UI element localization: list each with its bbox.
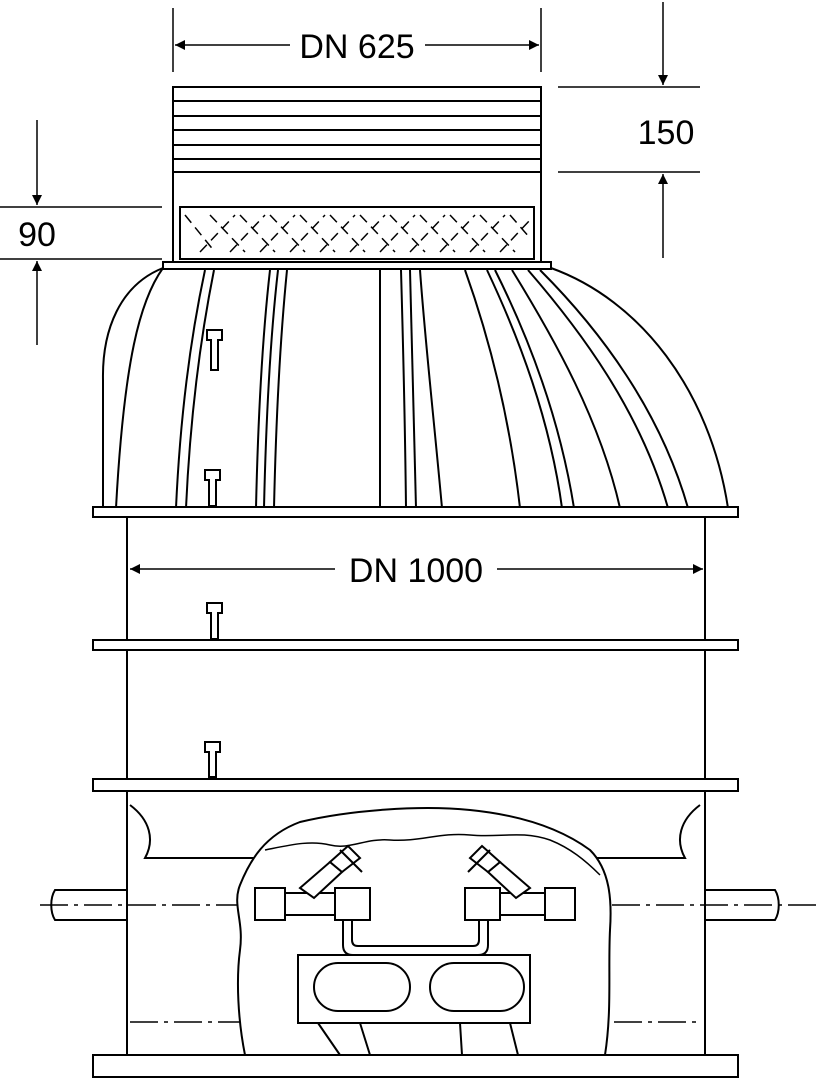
shaft-section: [92, 517, 739, 1060]
base-section: [40, 792, 822, 1078]
dimension-dn625: DN 625: [172, 8, 542, 72]
dimension-150: 150: [558, 2, 700, 258]
label-90: 90: [18, 216, 56, 254]
outlet-pipe: [704, 889, 780, 921]
dimension-90: 90: [0, 120, 162, 345]
cone-section: [92, 267, 739, 518]
label-150: 150: [638, 114, 695, 152]
label-dn625: DN 625: [299, 28, 414, 66]
telescopic-collar: [162, 86, 552, 270]
label-dn1000: DN 1000: [349, 552, 483, 590]
dimension-dn1000: DN 1000: [130, 552, 703, 590]
